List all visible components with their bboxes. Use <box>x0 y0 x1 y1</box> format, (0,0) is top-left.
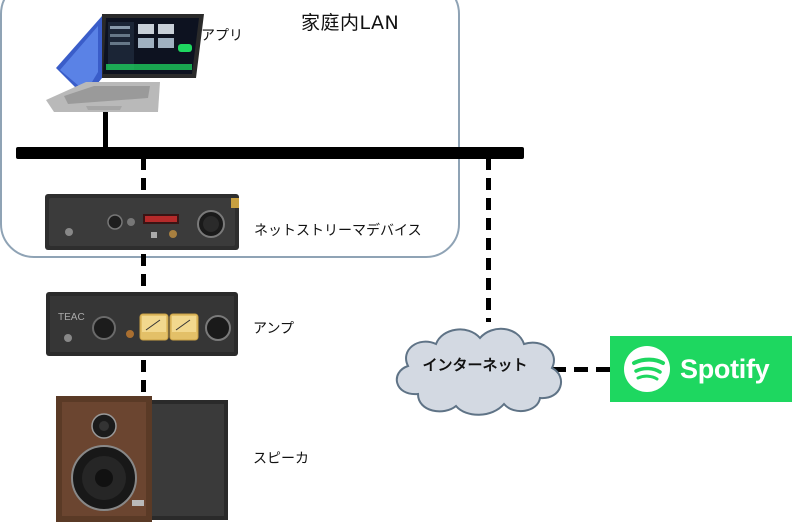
network-bus <box>16 147 524 159</box>
spotify-icon <box>624 346 670 392</box>
speaker-label: スピーカ <box>253 451 309 467</box>
laptop-icon <box>46 14 204 112</box>
speaker-connection-line <box>141 360 146 400</box>
network-streamer-icon <box>45 194 239 250</box>
app-label: アプリ <box>201 28 243 44</box>
internet-label: インターネット <box>422 356 528 374</box>
amplifier-icon: TEAC <box>46 292 238 356</box>
spotify-connection-line <box>552 367 610 372</box>
spotify-wordmark: Spotify <box>680 353 770 384</box>
internet-cloud-icon <box>395 328 562 416</box>
home-lan-boundary <box>0 0 460 258</box>
amp-label: アンプ <box>253 321 295 337</box>
spotify-logo: Spotify <box>610 336 792 402</box>
streamer-label: ネットストリーマデバイス <box>254 223 422 239</box>
home-lan-title: 家庭内LAN <box>301 12 400 34</box>
amp-connection-line <box>141 254 146 294</box>
internet-connection-line <box>486 158 491 322</box>
streamer-connection-line <box>141 158 146 196</box>
laptop-connection-line <box>103 112 108 150</box>
amp-brand-logo: TEAC <box>58 312 85 323</box>
speaker-icon <box>56 396 228 522</box>
